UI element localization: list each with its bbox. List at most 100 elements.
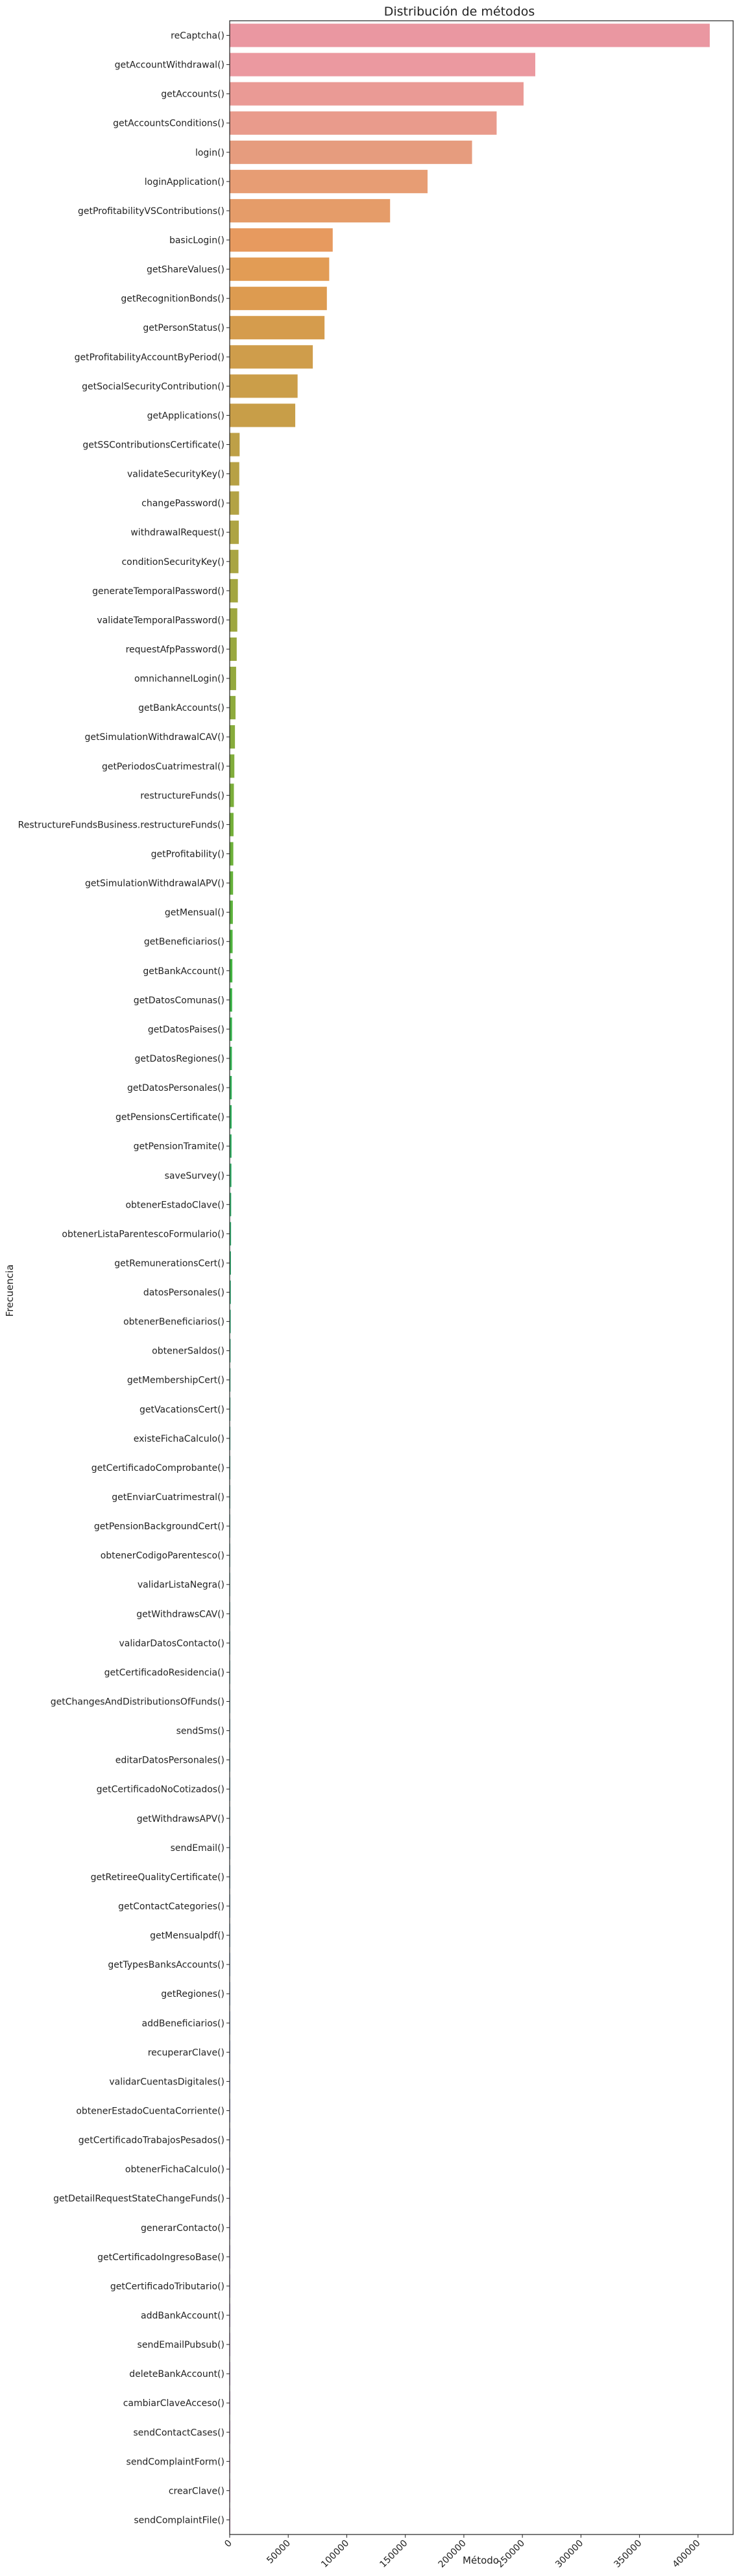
y-tick-label: obtenerBeneficiarios() [123, 1317, 224, 1328]
y-tick-label: getCertificadoTrabajosPesados() [79, 2136, 224, 2146]
y-tick-label: saveSurvey() [165, 1171, 224, 1181]
y-tick-label: recuperarClave() [148, 2047, 224, 2058]
bar [230, 53, 536, 77]
bar [230, 929, 233, 953]
y-tick-label: validarListaNegra() [138, 1580, 224, 1590]
y-tick-label: getShareValues() [147, 265, 224, 275]
y-tick-label: getRemunerationsCert() [114, 1258, 224, 1269]
bar [230, 1163, 232, 1187]
y-tick-label: getPeriodosCuatrimestral() [102, 761, 224, 772]
y-tick-label: login() [195, 148, 224, 158]
y-tick-label: conditionSecurityKey() [121, 557, 224, 567]
y-tick-label: crearClave() [169, 2486, 224, 2496]
bar [230, 491, 239, 515]
y-tick-label: reCaptcha() [171, 31, 224, 42]
y-tick-label: getContactCategories() [118, 1902, 224, 1912]
bar [230, 433, 240, 457]
bar [230, 813, 234, 837]
bar [230, 520, 239, 544]
bar [230, 637, 237, 662]
y-tick-label: getApplications() [147, 411, 224, 421]
y-tick-label: sendContactCases() [133, 2427, 224, 2438]
bar [230, 23, 710, 47]
y-tick-label: getVacationsCert() [139, 1405, 224, 1415]
y-tick-label: getAccounts() [161, 89, 224, 100]
bar [230, 900, 233, 924]
y-tick-label: getPensionTramite() [134, 1141, 224, 1152]
bar [230, 783, 234, 807]
bar [230, 667, 236, 691]
bar [230, 1309, 231, 1333]
y-tick-label: cambiarClaveAcceso() [123, 2398, 224, 2409]
y-tick-label: generarContacto() [141, 2223, 224, 2234]
bar [230, 1193, 232, 1217]
y-tick-label: withdrawalRequest() [130, 528, 224, 538]
y-tick-label: getSSContributionsCertificate() [82, 440, 224, 451]
bar [230, 549, 239, 573]
y-tick-label: getProfitability() [151, 849, 224, 859]
y-tick-label: getWithdrawsCAV() [136, 1609, 224, 1619]
y-tick-label: getProfitabilityVSContributions() [78, 206, 224, 217]
y-tick-label: getMensual() [165, 908, 224, 918]
y-tick-label: getCertificadoTributario() [110, 2282, 224, 2292]
y-tick-label: getDatosComunas() [134, 996, 224, 1006]
bars-layer [230, 23, 710, 2532]
y-tick-label: sendSms() [176, 1726, 224, 1737]
y-tick-label: obtenerFichaCalculo() [125, 2165, 224, 2175]
y-tick-label: getCertificadoIngresoBase() [97, 2252, 224, 2263]
bar [230, 198, 391, 222]
y-tick-label: obtenerEstadoClave() [125, 1200, 224, 1210]
y-tick-label: getPersonStatus() [143, 323, 224, 333]
bar [230, 140, 472, 164]
y-tick-label: getDatosPaises() [148, 1025, 224, 1035]
y-tick-label: getCertificadoResidencia() [104, 1667, 224, 1678]
bar [230, 1017, 232, 1041]
y-tick-label: generateTemporalPassword() [92, 586, 224, 597]
bar [230, 1280, 231, 1304]
y-tick-label: sendComplaintFile() [134, 2515, 224, 2525]
y-tick-label: getEnviarCuatrimestral() [112, 1492, 224, 1503]
y-tick-label: getPensionsCertificate() [115, 1112, 224, 1123]
bar [230, 82, 524, 106]
bar [230, 1105, 232, 1129]
y-tick-label: getSimulationWithdrawalAPV() [85, 879, 224, 889]
y-tick-label: loginApplication() [145, 177, 224, 187]
bar [230, 345, 313, 369]
y-tick-label: getDatosPersonales() [127, 1083, 224, 1093]
y-tick-label: editarDatosPersonales() [115, 1756, 224, 1766]
y-tick-label: validarCuentasDigitales() [109, 2077, 224, 2087]
y-tick-label: obtenerEstadoCuentaCorriente() [76, 2106, 224, 2116]
y-tick-label: obtenerCodigoParentesco() [101, 1551, 224, 1561]
bar [230, 111, 497, 135]
bar [230, 608, 237, 632]
bar [230, 374, 298, 398]
y-tick-label: validateSecurityKey() [127, 470, 224, 480]
y-tick-label: sendEmail() [171, 1843, 224, 1854]
y-tick-label: getAccountWithdrawal() [115, 60, 224, 71]
bar [230, 696, 236, 720]
bar [230, 578, 238, 602]
y-tick-label: getSimulationWithdrawalCAV() [85, 732, 224, 743]
y-tick-layer: reCaptcha() getAccountWithdrawal() getAcco… [18, 31, 230, 2525]
y-tick-label: getPensionBackgroundCert() [94, 1521, 224, 1532]
y-tick-label: getSocialSecurityContribution() [82, 381, 224, 392]
y-tick-label: sendComplaintForm() [127, 2457, 224, 2467]
bar [230, 462, 239, 486]
bar [230, 871, 234, 895]
bar [230, 1046, 232, 1071]
x-axis-label: Método [463, 2555, 499, 2566]
y-tick-label: getRecognitionBonds() [121, 294, 224, 304]
y-tick-label: getProfitabilityAccountByPeriod() [75, 352, 224, 363]
y-tick-label: getRegiones() [161, 1989, 224, 1999]
y-tick-label: getChangesAndDistributionsOfFunds() [51, 1697, 224, 1708]
y-tick-label: validateTemporalPassword() [97, 615, 224, 626]
y-tick-label: validarDatosContacto() [119, 1638, 224, 1649]
y-tick-label: obtenerSaldos() [152, 1346, 224, 1357]
y-tick-label: omnichannelLogin() [134, 674, 224, 684]
y-tick-label: restructureFunds() [140, 791, 224, 801]
bar [230, 1076, 232, 1100]
bar [230, 257, 330, 281]
